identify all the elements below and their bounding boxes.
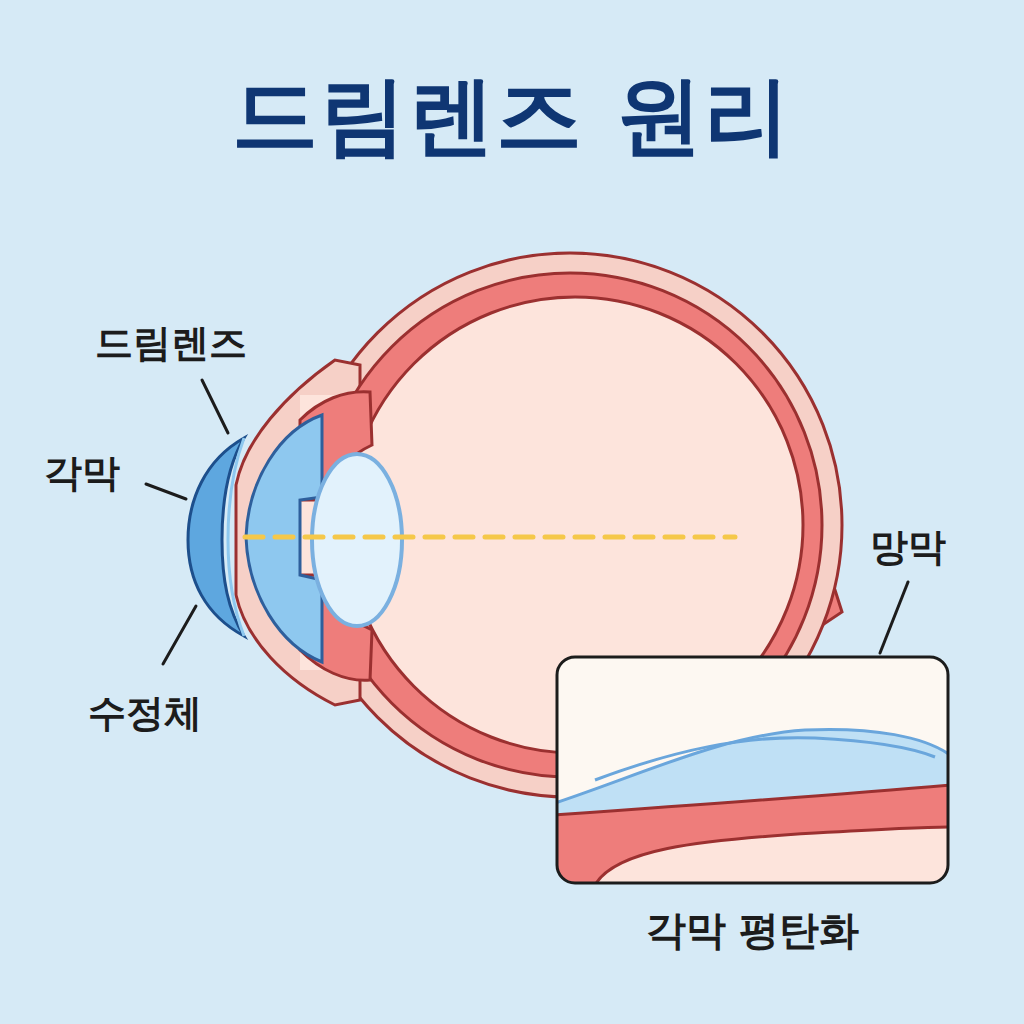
leader-line — [880, 582, 908, 653]
leader-line — [202, 380, 228, 433]
part-label: 수정체 — [88, 688, 202, 739]
inset-illustration — [555, 655, 950, 885]
title: 드림렌즈 원리 — [0, 58, 1024, 175]
part-label: 각막 — [44, 448, 120, 499]
crystalline-lens — [312, 454, 402, 626]
part-label: 드림렌즈 — [95, 318, 247, 369]
light-path — [245, 535, 735, 540]
leader-line — [146, 484, 186, 499]
part-label: 망막 — [870, 522, 946, 573]
caption-text: 각막 평탄화 — [555, 903, 950, 958]
leader-line — [163, 606, 196, 664]
inset-box: 각막 평탄화 — [555, 655, 950, 958]
